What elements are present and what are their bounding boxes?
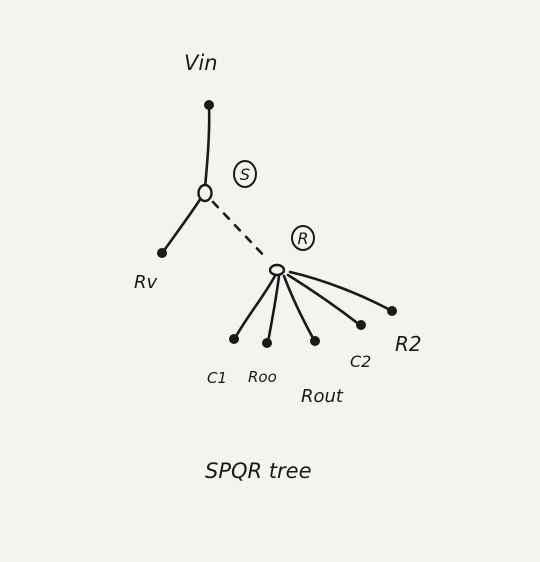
edge-r-rout	[282, 274, 316, 342]
edge-s-rv	[161, 196, 203, 254]
edge-r-c1	[233, 272, 278, 340]
leaf-c1	[229, 334, 239, 344]
leaf-vin	[204, 100, 214, 110]
label-rv: Rv	[134, 272, 158, 293]
leaf-rout	[310, 336, 320, 346]
label-rout: Rout	[301, 386, 344, 407]
caption: SPQR tree	[205, 459, 312, 483]
leaf-roo	[262, 338, 272, 348]
s-node-marker-circle	[233, 160, 257, 188]
label-r2: R2	[395, 332, 422, 356]
s-node-marker: S	[240, 165, 250, 184]
leaf-rv	[157, 248, 167, 258]
label-vin: Vin	[184, 51, 218, 75]
node-s	[197, 183, 213, 203]
node-r	[268, 263, 286, 277]
edge-r-c2	[286, 273, 362, 327]
leaf-r2	[387, 306, 397, 316]
label-c2: C2	[350, 352, 371, 371]
edge-s-r-virtual	[211, 200, 270, 262]
edge-vin-s	[203, 104, 211, 190]
edge-r-roo	[266, 274, 281, 344]
r-node-marker: R	[297, 229, 308, 248]
label-c1: C1	[207, 369, 227, 387]
label-roo: Roo	[248, 368, 277, 386]
edge-r-r2	[288, 270, 392, 312]
leaf-c2	[356, 320, 366, 330]
r-node-marker-circle	[291, 225, 315, 251]
